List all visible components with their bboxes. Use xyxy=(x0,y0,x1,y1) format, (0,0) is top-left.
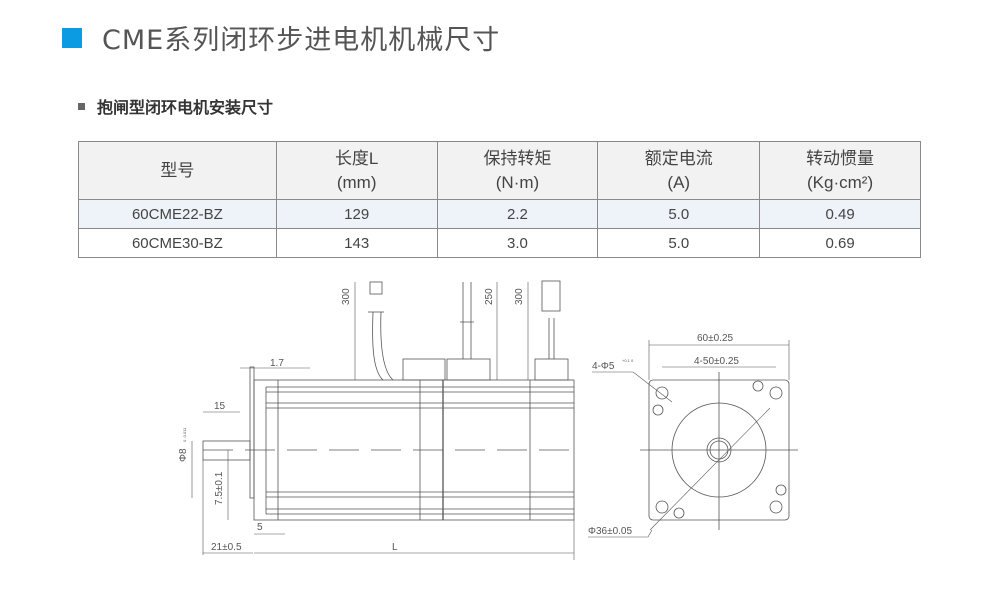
svg-text:4-50±0.25: 4-50±0.25 xyxy=(694,356,739,367)
front-view: 60±0.25 4-50±0.25 4-Φ5 +0.1 0 Φ36±0.05 xyxy=(588,333,798,538)
cell-torque: 2.2 xyxy=(436,199,599,229)
cell-inertia: 0.49 xyxy=(759,199,921,229)
svg-text:+0.1 0: +0.1 0 xyxy=(622,358,634,363)
svg-text:Φ8: Φ8 xyxy=(178,448,189,462)
cell-model: 60CME22-BZ xyxy=(78,199,277,229)
svg-text:1.7: 1.7 xyxy=(270,358,284,369)
svg-text:60±0.25: 60±0.25 xyxy=(697,333,734,344)
svg-text:7.5±0.1: 7.5±0.1 xyxy=(214,471,225,505)
cell-current: 5.0 xyxy=(597,199,761,229)
cell-current: 5.0 xyxy=(597,228,761,258)
cell-inertia: 0.69 xyxy=(759,228,921,258)
section-title: 抱闸型闭环电机安装尺寸 xyxy=(78,94,273,118)
svg-text:0 -0.011: 0 -0.011 xyxy=(182,427,187,442)
svg-text:4-Φ5: 4-Φ5 xyxy=(592,361,615,372)
header-length: 长度L(mm) xyxy=(275,141,438,200)
svg-text:Φ36±0.05: Φ36±0.05 xyxy=(588,526,632,537)
svg-text:21±0.5: 21±0.5 xyxy=(211,542,242,553)
spec-table: 型号 长度L(mm) 保持转矩(N·m) 额定电流(A) 转动惯量(Kg·cm²… xyxy=(78,141,921,258)
header-model: 型号 xyxy=(78,141,277,200)
svg-text:300: 300 xyxy=(514,288,525,305)
header-inertia: 转动惯量(Kg·cm²) xyxy=(759,141,921,200)
side-view: 300 250 300 1.7 15 Φ8 0 -0.011 7.5±0.1 5… xyxy=(178,280,575,560)
svg-text:250: 250 xyxy=(484,288,495,305)
title-marker xyxy=(62,27,82,48)
table-header: 型号 长度L(mm) 保持转矩(N·m) 额定电流(A) 转动惯量(Kg·cm²… xyxy=(78,141,921,200)
cell-length: 143 xyxy=(275,228,438,258)
svg-text:300: 300 xyxy=(341,288,352,305)
svg-text:15: 15 xyxy=(214,401,226,412)
cell-model: 60CME30-BZ xyxy=(78,228,277,258)
cell-torque: 3.0 xyxy=(436,228,599,258)
page-title: CME系列闭环步进电机机械尺寸 xyxy=(62,18,500,57)
bullet-icon xyxy=(78,102,85,110)
cell-length: 129 xyxy=(275,199,438,229)
svg-text:5: 5 xyxy=(257,522,263,533)
svg-text:L: L xyxy=(392,542,398,553)
